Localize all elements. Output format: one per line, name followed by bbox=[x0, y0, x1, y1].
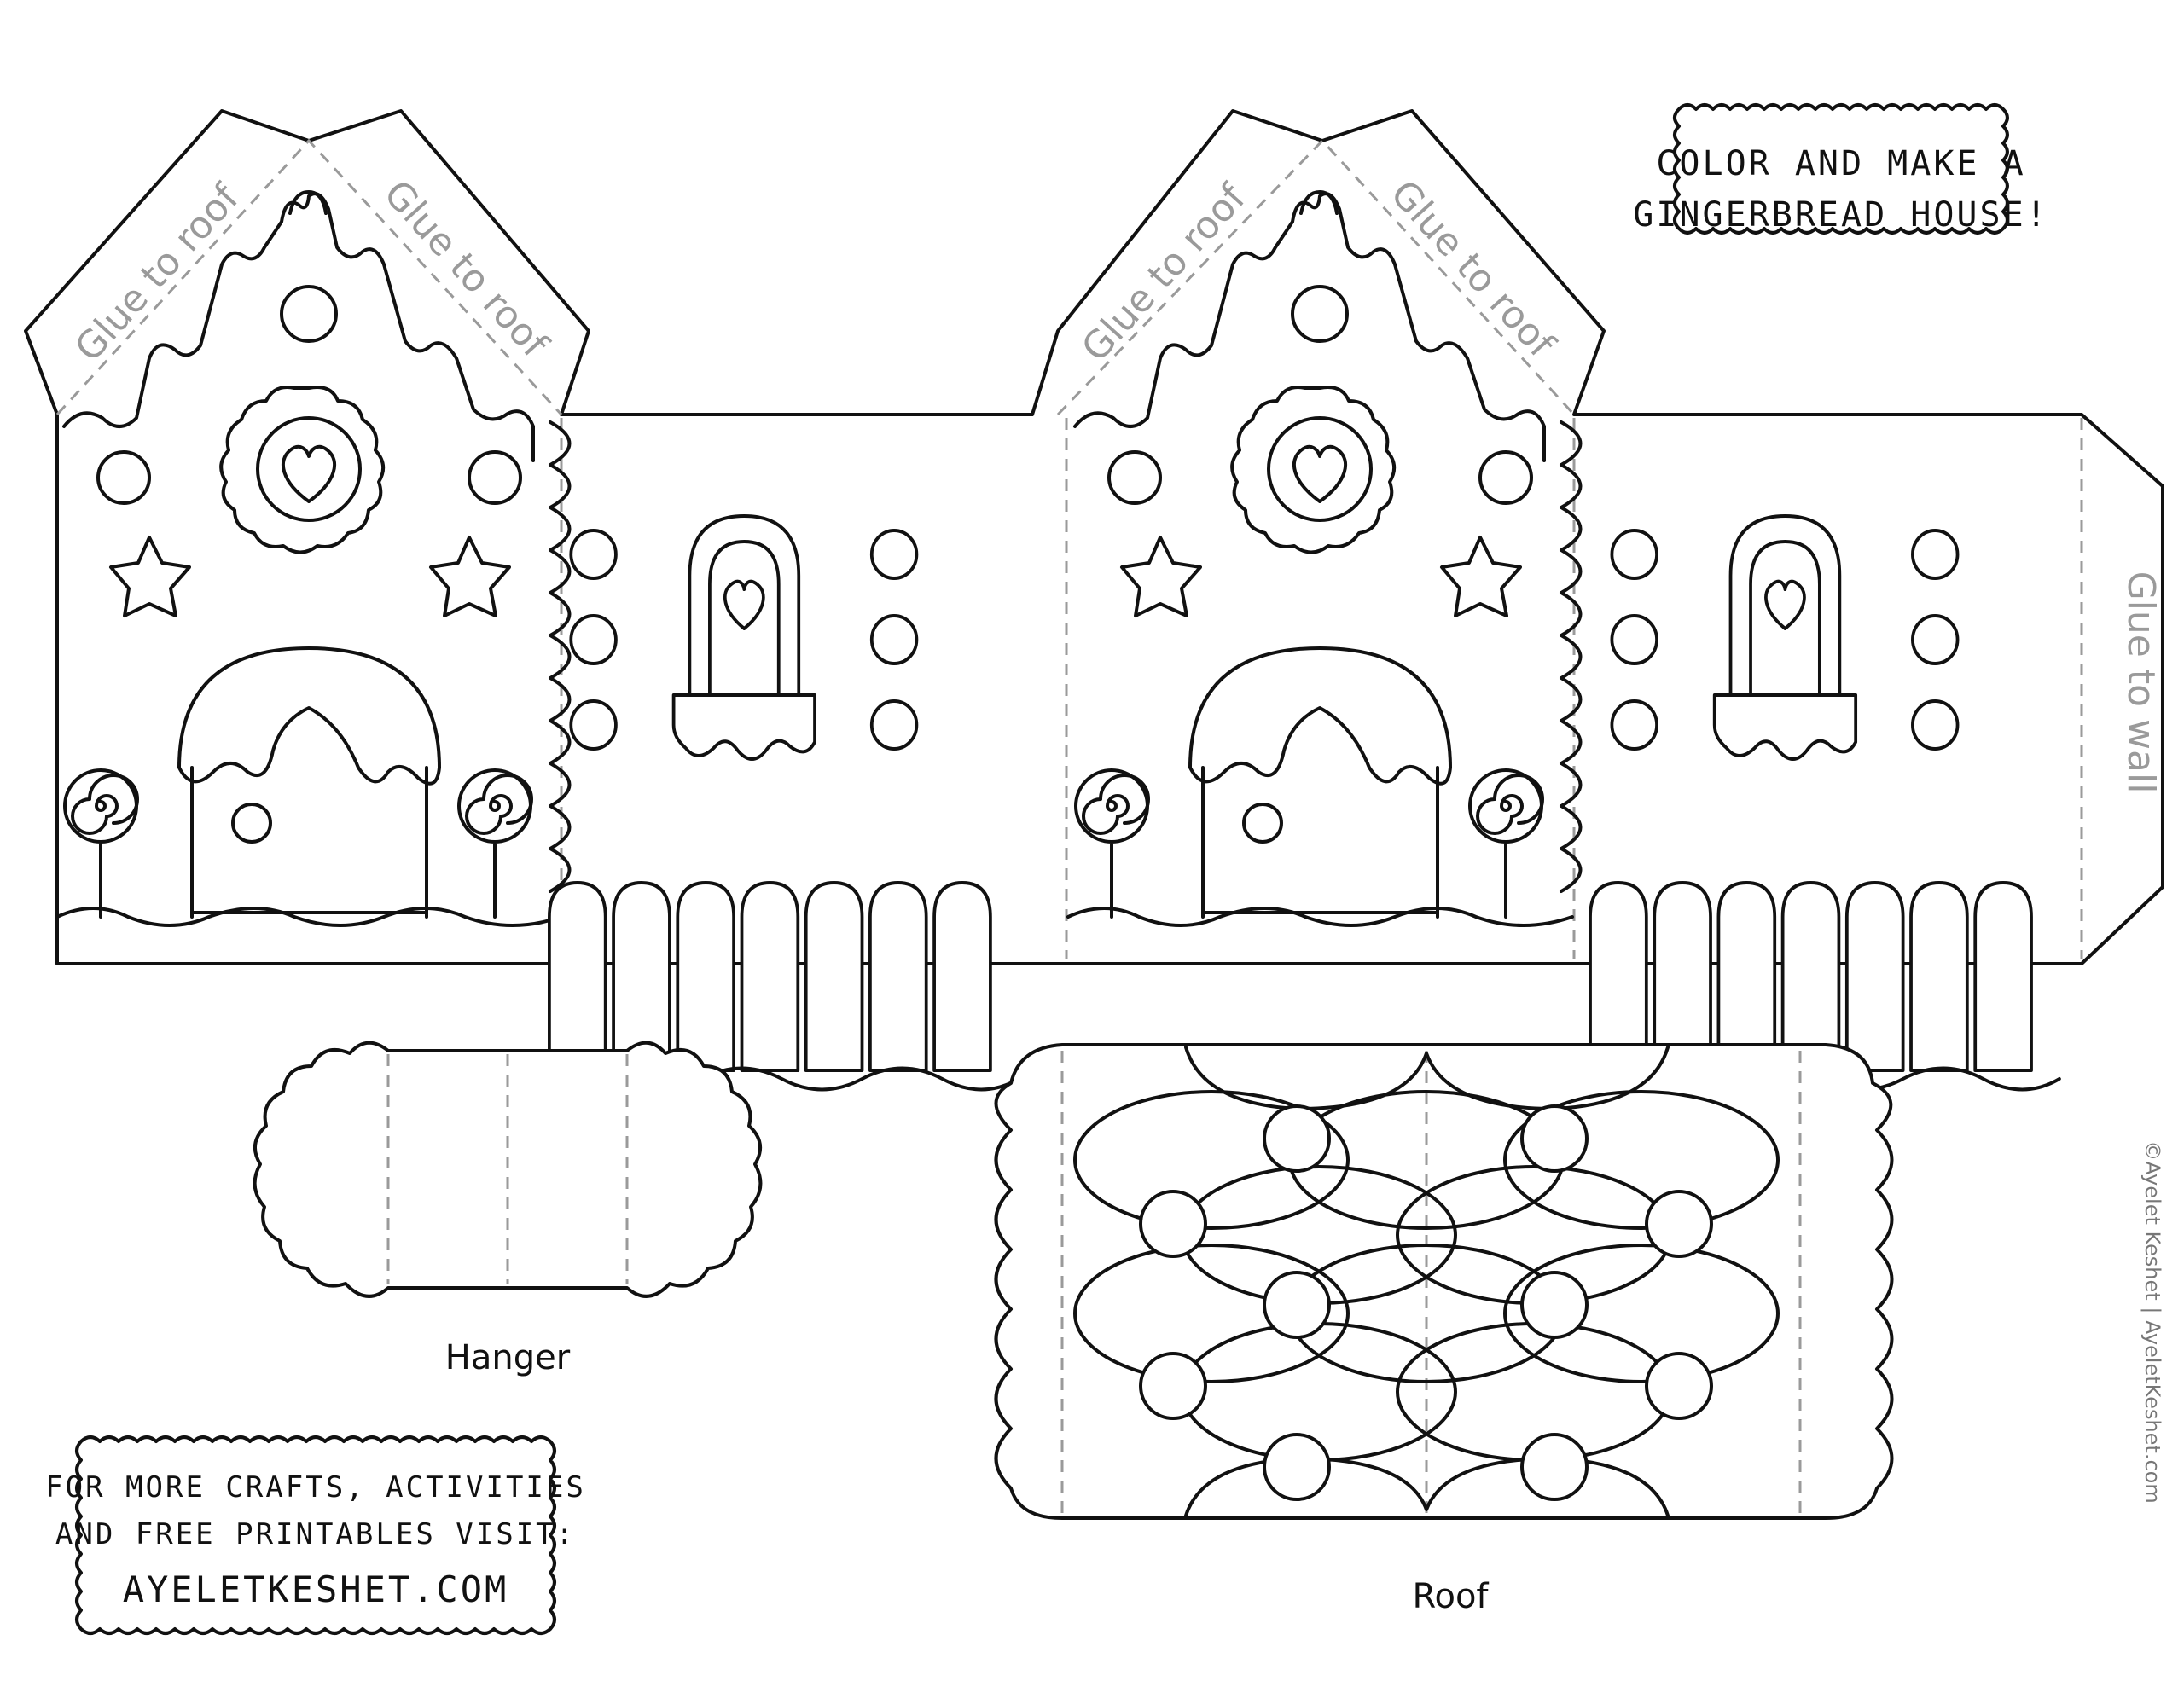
title-line-2: GINGERBREAD HOUSE! bbox=[1633, 195, 2048, 235]
hanger-piece: Hanger bbox=[253, 1041, 763, 1377]
roof-piece: Roof bbox=[994, 1043, 1894, 1616]
promo-box: FOR MORE CRAFTS, ACTIVITIES AND FREE PRI… bbox=[45, 1435, 586, 1635]
title-line-1: COLOR AND MAKE A bbox=[1656, 144, 2025, 183]
hanger-label: Hanger bbox=[445, 1338, 571, 1377]
roof-label: Roof bbox=[1412, 1577, 1489, 1616]
promo-line-1: FOR MORE CRAFTS, ACTIVITIES bbox=[45, 1470, 586, 1504]
roof-glue-fold-lines bbox=[55, 138, 1576, 416]
house-outline bbox=[24, 109, 2164, 965]
copyright-credit: ©Ayelet Keshet | AyeletKeshet.com bbox=[2140, 1140, 2164, 1503]
glue-to-wall-label: Glue to wall bbox=[2119, 571, 2163, 794]
roof-candy-dots bbox=[1139, 1104, 1713, 1501]
promo-line-3: AYELETKESHET.COM bbox=[123, 1568, 509, 1610]
promo-line-2: AND FREE PRINTABLES VISIT: bbox=[55, 1517, 576, 1551]
title-box: COLOR AND MAKE A GINGERBREAD HOUSE! bbox=[1633, 103, 2048, 235]
